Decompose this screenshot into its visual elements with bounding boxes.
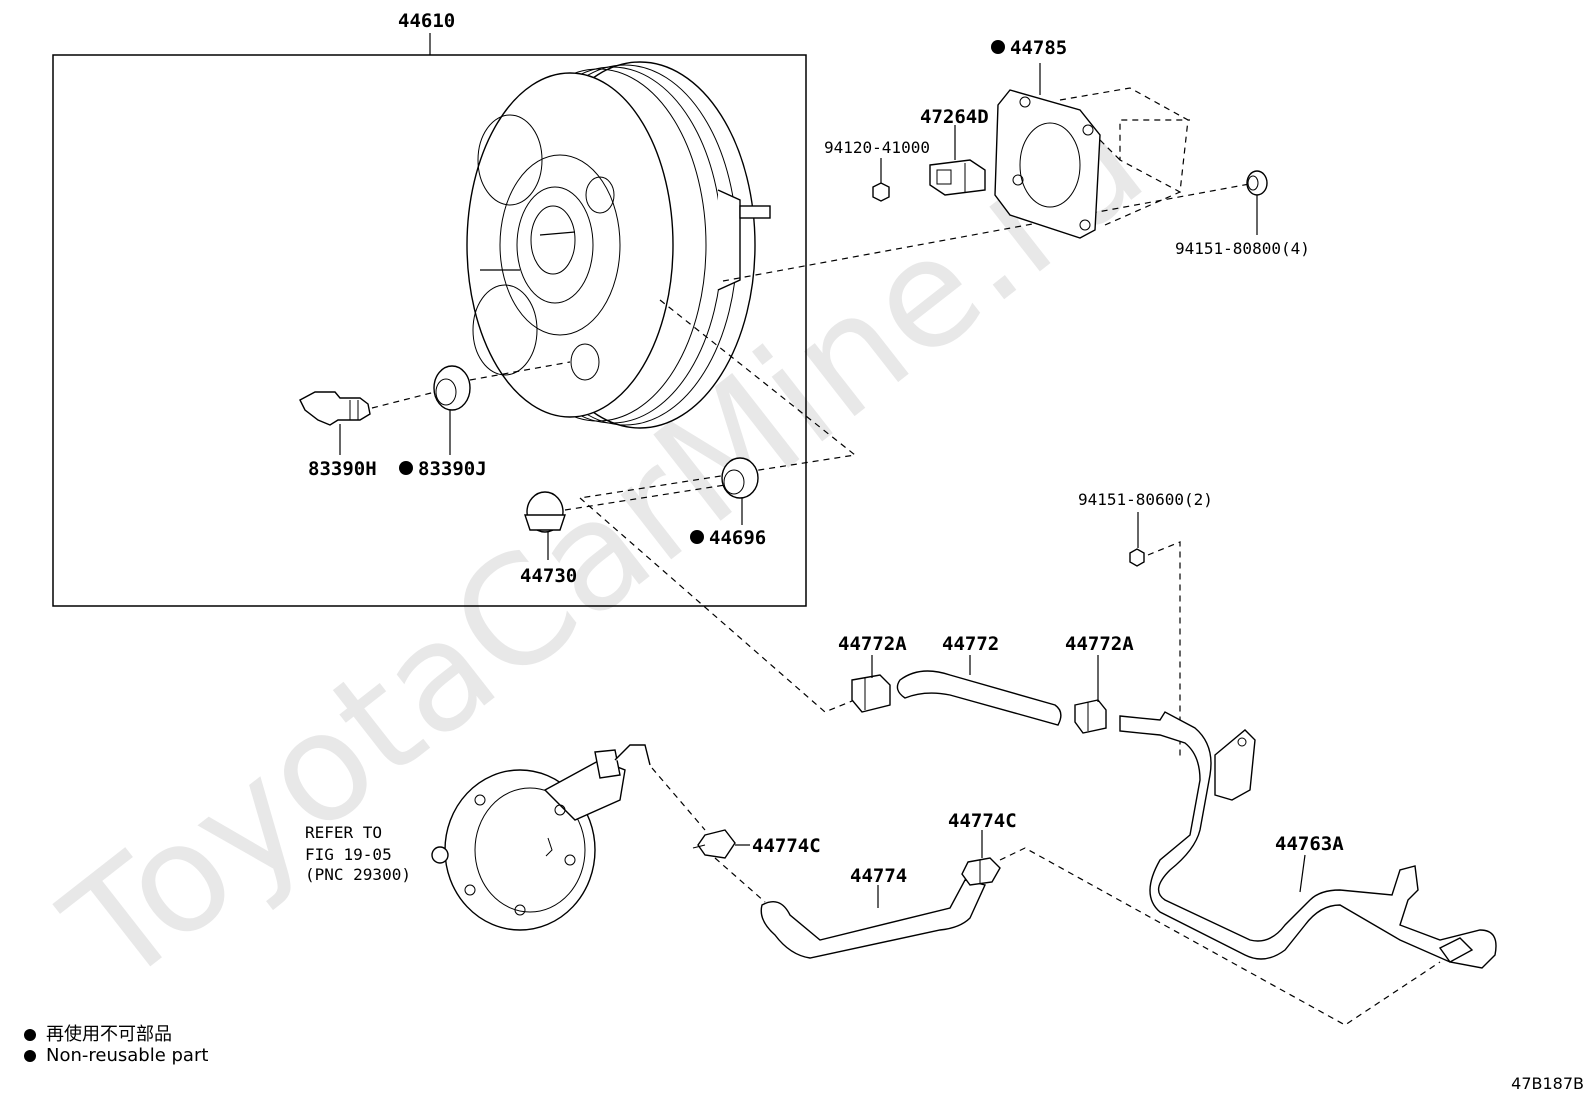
vacuum-pipe-44763A[interactable]: [1119, 711, 1497, 969]
switch-47264D[interactable]: [929, 159, 986, 196]
label-44772[interactable]: 44772: [942, 633, 999, 655]
label-94120-41000[interactable]: 94120-41000: [824, 138, 930, 157]
brake-booster[interactable]: [466, 61, 771, 429]
legend-dot-icon: [24, 1050, 36, 1062]
label-44772A-right[interactable]: 44772A: [1065, 633, 1134, 655]
non-reusable-dot-44696: [690, 530, 704, 544]
label-83390H[interactable]: 83390H: [308, 458, 377, 480]
refer-line-1: REFER TO: [305, 823, 382, 842]
label-83390J[interactable]: 83390J: [418, 458, 487, 480]
legend-en: Non-reusable part: [24, 1045, 208, 1066]
non-reusable-dot-44785: [991, 40, 1005, 54]
hose-clamp-44772A-left[interactable]: [851, 674, 891, 713]
nut-94151-80800[interactable]: [1246, 170, 1268, 196]
vacuum-hose-44774[interactable]: [760, 879, 986, 959]
gasket-44785[interactable]: [994, 89, 1101, 239]
label-44774C-left[interactable]: 44774C: [752, 835, 821, 857]
nut-94151-80600[interactable]: [1129, 548, 1145, 567]
hose-clamp-44774C-left[interactable]: [692, 829, 736, 859]
refer-line-2: FIG 19-05: [305, 845, 392, 864]
nut-94120-41000[interactable]: [872, 182, 890, 202]
vacuum-pump[interactable]: [431, 744, 651, 931]
label-44610[interactable]: 44610: [398, 10, 455, 32]
grommet-44696[interactable]: [721, 457, 759, 499]
check-valve-44730[interactable]: [524, 491, 566, 533]
non-reusable-dot-83390J: [399, 461, 413, 475]
label-44785[interactable]: 44785: [1010, 37, 1067, 59]
legend-jp-text: 再使用不可部品: [46, 1024, 172, 1045]
grommet-83390J[interactable]: [433, 365, 471, 411]
label-44730[interactable]: 44730: [520, 565, 577, 587]
label-44696[interactable]: 44696: [709, 527, 766, 549]
diagram-code: 47B187B: [1511, 1074, 1584, 1093]
label-94151-80800[interactable]: 94151-80800(4): [1175, 239, 1310, 258]
label-44772A-left[interactable]: 44772A: [838, 633, 907, 655]
vacuum-hose-44772[interactable]: [896, 670, 1062, 726]
label-47264D[interactable]: 47264D: [920, 106, 989, 128]
vacuum-sensor-83390H[interactable]: [299, 391, 371, 426]
label-44763A[interactable]: 44763A: [1275, 833, 1344, 855]
label-44774[interactable]: 44774: [850, 865, 907, 887]
refer-line-3: (PNC 29300): [305, 865, 411, 884]
legend-jp: 再使用不可部品: [24, 1020, 172, 1046]
label-44774C-right[interactable]: 44774C: [948, 810, 1017, 832]
hose-clamp-44772A-right[interactable]: [1074, 699, 1107, 734]
legend-dot-icon: [24, 1029, 36, 1041]
label-94151-80600[interactable]: 94151-80600(2): [1078, 490, 1213, 509]
hose-clamp-44774C-right[interactable]: [961, 857, 1001, 886]
legend-en-text: Non-reusable part: [46, 1045, 209, 1066]
